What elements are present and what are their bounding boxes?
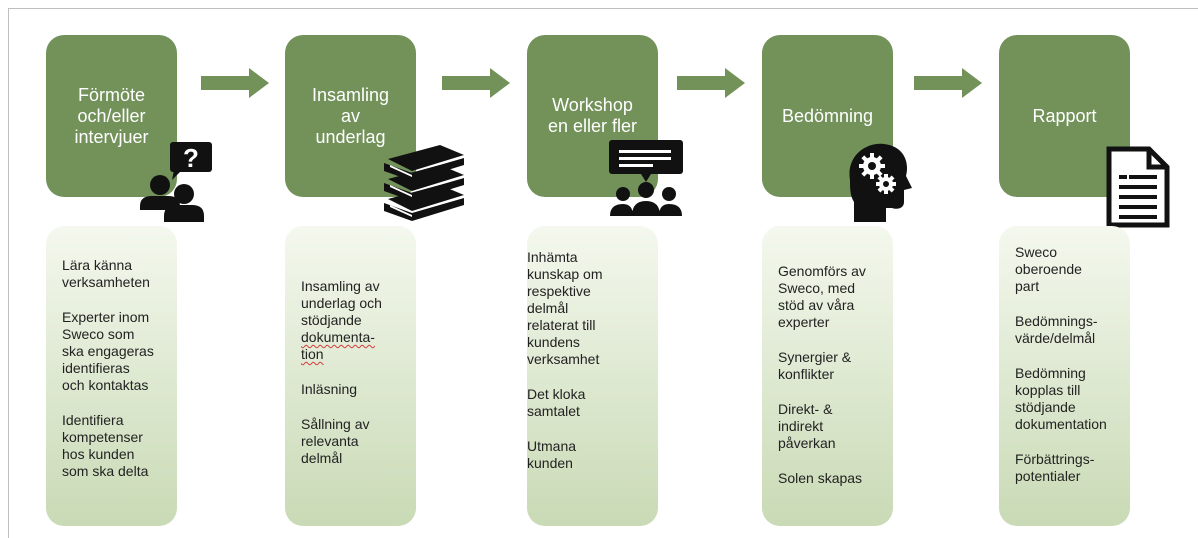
arrow-right-icon [677,68,745,98]
presentation-group-icon [609,140,683,216]
person-question-icon: ? [140,142,212,222]
arrow-right-icon [914,68,982,98]
card-insamling: Insamling av underlag och stödjande doku… [285,226,416,526]
stage-label: Förmöte och/eller intervjuer [74,84,149,147]
stage-label: Workshop en eller fler [547,95,638,136]
card-paragraph: Förbättrings- potentialer [1015,451,1095,484]
card-paragraph: Sweco oberoende part [1015,244,1082,294]
card-paragraph: dokumenta- [301,329,375,345]
arrow-right-icon [201,68,269,98]
stage-label: Bedömning [781,105,874,126]
card-paragraph: Inhämta kunskap om respektive delmål rel… [527,249,603,367]
document-icon [1106,146,1170,228]
stage-bedomning: Bedömning [762,35,893,197]
card-rapport: Sweco oberoende part Bedömnings- värde/d… [999,226,1130,526]
stage-label: Insamling av underlag [311,84,390,147]
svg-text:?: ? [183,143,199,173]
diagram-frame [8,8,1198,538]
card-bedomning: Genomförs av Sweco, med stöd av våra exp… [762,226,893,526]
card-paragraph: Insamling av underlag och stödjande [301,278,382,328]
card-paragraph: Identifiera kompetenser hos kunden som s… [62,412,149,479]
card-paragraph: Bedömnings- värde/delmål [1015,313,1098,346]
stage-formote: Förmöte och/eller intervjuer [46,35,177,197]
card-paragraph: Solen skapas [778,470,863,486]
card-formote: Lära känna verksamheten Experter inom Sw… [46,226,177,526]
card-paragraph: Genomförs av Sweco, med stöd av våra exp… [778,263,866,330]
card-paragraph: Det kloka samtalet [527,386,586,419]
card-paragraph: Direkt- & indirekt påverkan [778,401,836,451]
card-paragraph: Sållning av relevanta delmål [301,416,370,466]
arrow-right-icon [442,68,510,98]
stage-label: Rapport [1032,105,1097,126]
card-paragraph: Synergier & konflikter [778,349,852,382]
card-paragraph: Utmana kunden [527,438,577,471]
card-paragraph: Experter inom Sweco som ska engageras id… [62,309,154,393]
card-workshop: Inhämta kunskap om respektive delmål rel… [527,226,658,526]
card-paragraph: Inläsning [301,381,358,397]
card-paragraph: tion [301,346,324,362]
card-paragraph: Lära känna verksamheten [62,257,150,290]
books-icon [384,145,464,221]
head-gears-icon [849,143,912,222]
card-paragraph: Bedömning kopplas till stödjande dokumen… [1015,365,1107,432]
